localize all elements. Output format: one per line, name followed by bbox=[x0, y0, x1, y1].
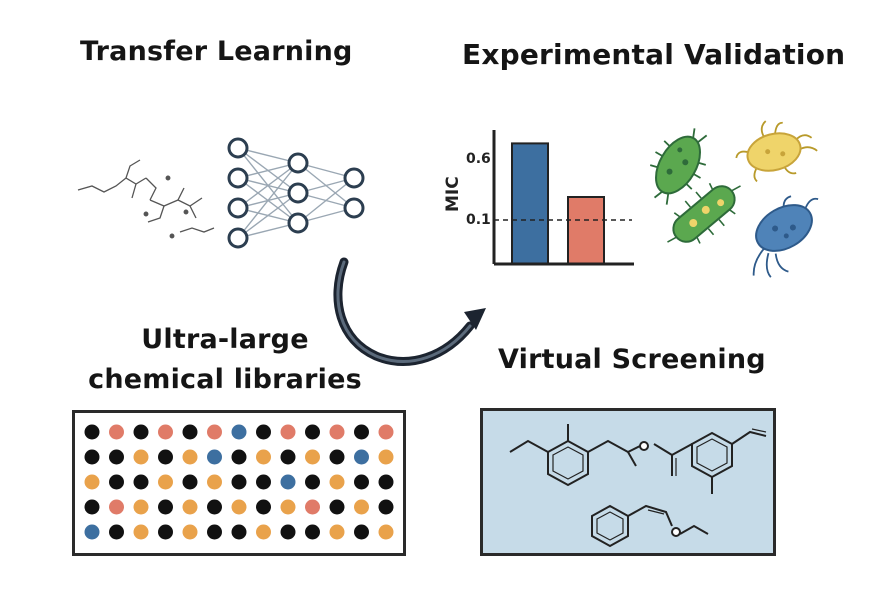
library-dot bbox=[207, 424, 222, 440]
nn-edge bbox=[237, 162, 299, 239]
nn-edge bbox=[237, 162, 299, 209]
nn-node bbox=[227, 227, 249, 249]
library-dot bbox=[305, 449, 320, 465]
library-dot bbox=[109, 499, 124, 515]
library-dot bbox=[109, 424, 124, 440]
nn-node bbox=[287, 152, 309, 174]
library-dot bbox=[84, 424, 100, 440]
library-dot bbox=[182, 449, 198, 465]
nn-edge bbox=[297, 177, 355, 224]
library-dot bbox=[256, 449, 271, 465]
library-dot bbox=[133, 424, 149, 440]
library-dot bbox=[329, 474, 345, 490]
library-dot bbox=[354, 449, 369, 465]
nn-node bbox=[343, 167, 365, 189]
transfer-learning-title: Transfer Learning bbox=[80, 36, 353, 67]
library-dot bbox=[305, 474, 320, 490]
library-dot bbox=[84, 474, 100, 490]
tick-label-1: 0.1 bbox=[466, 212, 491, 228]
molecule-structures-icon bbox=[509, 424, 767, 548]
library-dot bbox=[231, 474, 247, 490]
library-dot bbox=[158, 524, 173, 540]
library-dot bbox=[158, 424, 173, 440]
ultra-large-libraries-title: Ultra-large chemical libraries bbox=[60, 320, 390, 400]
nn-edge bbox=[237, 192, 299, 239]
library-dot bbox=[305, 424, 320, 440]
molecule-sketch-icon bbox=[77, 159, 215, 239]
library-dot bbox=[378, 499, 394, 515]
library-dot bbox=[182, 424, 198, 440]
library-dot bbox=[354, 524, 369, 540]
library-dot bbox=[280, 424, 296, 440]
library-dot bbox=[133, 474, 149, 490]
chart-ylabel: MIC bbox=[443, 176, 463, 212]
library-dot bbox=[378, 524, 394, 540]
library-dot bbox=[256, 424, 271, 440]
library-dot bbox=[354, 474, 369, 490]
library-dot bbox=[207, 449, 222, 465]
neural-network-icon bbox=[227, 137, 365, 249]
library-dot bbox=[280, 499, 296, 515]
library-dot bbox=[133, 499, 149, 515]
ultra-large-line2: chemical libraries bbox=[88, 364, 362, 395]
library-dot bbox=[378, 449, 394, 465]
library-dot bbox=[84, 499, 100, 515]
library-dot bbox=[329, 499, 345, 515]
curved-arrow-icon bbox=[333, 257, 486, 366]
library-dot bbox=[207, 524, 222, 540]
library-dot bbox=[231, 524, 247, 540]
library-dot bbox=[109, 449, 124, 465]
library-dot bbox=[84, 449, 100, 465]
library-dot bbox=[182, 474, 198, 490]
nn-node bbox=[287, 212, 309, 234]
library-dot bbox=[207, 499, 222, 515]
nn-node bbox=[227, 197, 249, 219]
library-dot bbox=[109, 524, 124, 540]
library-dot bbox=[378, 424, 394, 440]
experimental-validation-title: Experimental Validation bbox=[462, 38, 846, 71]
bacteria-icon bbox=[649, 120, 819, 278]
virtual-screening-title: Virtual Screening bbox=[498, 344, 766, 375]
library-dot bbox=[133, 449, 149, 465]
library-dot bbox=[354, 424, 369, 440]
library-dot bbox=[280, 449, 296, 465]
library-dot bbox=[280, 474, 296, 490]
nn-node bbox=[287, 182, 309, 204]
ultra-large-line1: Ultra-large bbox=[141, 324, 309, 355]
library-dot bbox=[329, 449, 345, 465]
library-dot bbox=[182, 524, 198, 540]
nn-node bbox=[343, 197, 365, 219]
library-dot bbox=[305, 524, 320, 540]
library-dot bbox=[305, 499, 320, 515]
library-dot bbox=[231, 499, 247, 515]
library-dot bbox=[256, 499, 271, 515]
library-dot bbox=[207, 474, 222, 490]
library-dot bbox=[378, 474, 394, 490]
mic-bar-0 bbox=[511, 142, 549, 265]
tick-label-0: 0.6 bbox=[466, 151, 491, 167]
nn-node bbox=[227, 167, 249, 189]
library-dot bbox=[354, 499, 369, 515]
library-dot bbox=[182, 499, 198, 515]
mic-bar-1 bbox=[567, 196, 605, 265]
library-dot bbox=[133, 524, 149, 540]
library-dot bbox=[329, 424, 345, 440]
library-dot bbox=[280, 524, 296, 540]
library-dot bbox=[329, 524, 345, 540]
library-dot bbox=[109, 474, 124, 490]
library-dot bbox=[158, 474, 173, 490]
library-dot-grid bbox=[84, 424, 394, 540]
nn-node bbox=[227, 137, 249, 159]
library-dot bbox=[256, 474, 271, 490]
library-dot bbox=[84, 524, 100, 540]
library-dot bbox=[256, 524, 271, 540]
library-dot bbox=[231, 424, 247, 440]
library-dot bbox=[158, 449, 173, 465]
library-dot bbox=[231, 449, 247, 465]
library-dot bbox=[158, 499, 173, 515]
mic-bar-chart: MIC 0.6 0.1 bbox=[443, 130, 634, 266]
